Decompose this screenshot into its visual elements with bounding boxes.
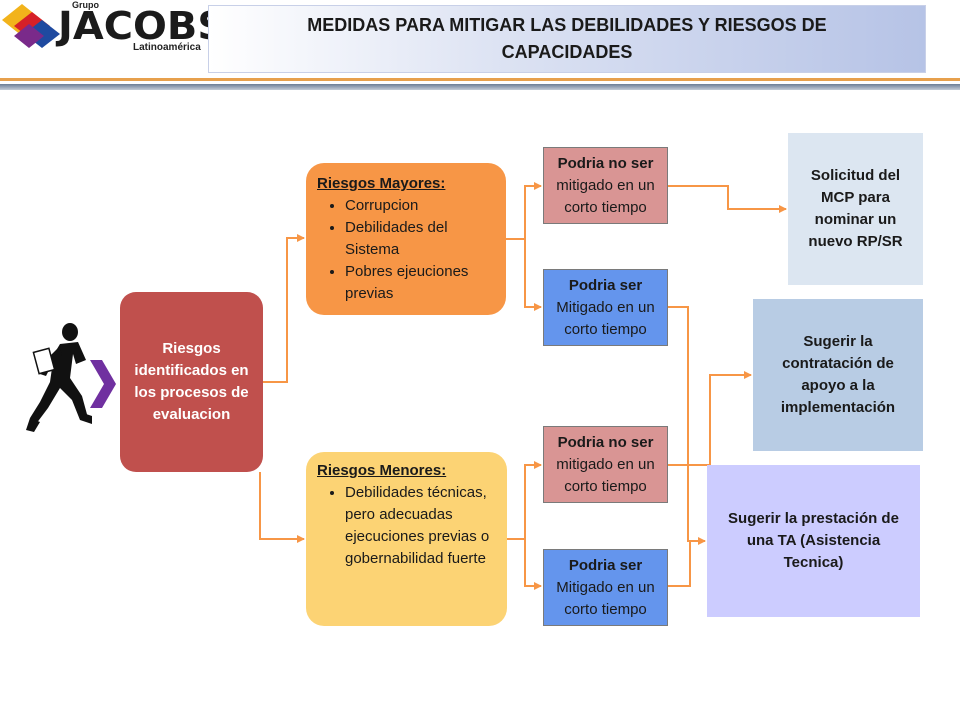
- action-request-new-rp-box: Solicitud del MCP para nominar un nuevo …: [788, 133, 923, 285]
- jacobs-logo: Grupo JACOBS Latinoamérica: [0, 0, 226, 72]
- action-implementation-support-label: Sugerir la contratación de apoyo a la im…: [780, 333, 896, 416]
- outcome-major-not-mitigable: Podria no ser mitigado en un corto tiemp…: [543, 147, 668, 224]
- outcome-text: Mitigado en un corto tiempo: [556, 298, 655, 338]
- action-request-new-rp-label: Solicitud del MCP para nominar un nuevo …: [808, 167, 903, 250]
- outcome-text: mitigado en un corto tiempo: [556, 455, 655, 495]
- major-risks-box: Riesgos Mayores: Corrupcion Debilidades …: [306, 163, 506, 315]
- connector-mayores-no: [506, 182, 542, 240]
- jacobs-logo-icon: [2, 4, 60, 48]
- outcome-major-mitigable: Podria ser Mitigado en un corto tiempo: [543, 269, 668, 346]
- action-technical-assistance-box: Sugerir la prestación de una TA (Asisten…: [707, 465, 920, 617]
- connector-to-action1: [668, 185, 787, 213]
- outcome-head: Podria no ser: [557, 154, 654, 172]
- connector-menorsi-action3: [668, 541, 691, 587]
- chevron-right-icon: [90, 360, 116, 408]
- connector-source-menores: [259, 472, 305, 543]
- outcome-text: Mitigado en un corto tiempo: [556, 578, 655, 618]
- outcome-head: Podria ser: [568, 556, 643, 574]
- title-divider-gray: [0, 84, 960, 90]
- page-title: MEDIDAS PARA MITIGAR LAS DEBILIDADES Y R…: [208, 5, 926, 73]
- connector-menores-si: [524, 539, 542, 590]
- major-risks-header: Riesgos Mayores:: [317, 175, 446, 192]
- action-technical-assistance-label: Sugerir la prestación de una TA (Asisten…: [728, 510, 899, 571]
- outcome-minor-not-mitigable: Podria no ser mitigado en un corto tiemp…: [543, 426, 668, 503]
- outcome-head: Podria no ser: [557, 433, 654, 451]
- connector-mayores-si: [524, 239, 542, 311]
- minor-risks-list: Debilidades técnicas, pero adecuadas eje…: [317, 482, 497, 570]
- logo-grupo-text: Grupo: [72, 0, 99, 10]
- outcome-text: mitigado en un corto tiempo: [556, 176, 655, 216]
- major-risks-list: Corrupcion Debilidades del Sistema Pobre…: [317, 195, 496, 305]
- list-item: Pobres ejeuciones previas: [345, 261, 496, 305]
- list-item: Debilidades técnicas, pero adecuadas eje…: [345, 482, 497, 570]
- running-man-icon: [26, 323, 92, 432]
- minor-risks-box: Riesgos Menores: Debilidades técnicas, p…: [306, 452, 507, 626]
- minor-risks-header: Riesgos Menores:: [317, 462, 447, 479]
- connector-mayorsi-action3: [668, 306, 706, 545]
- logo-jacobs-text: JACOBS: [58, 4, 227, 48]
- list-item: Debilidades del Sistema: [345, 217, 496, 261]
- list-item: Corrupcion: [345, 195, 496, 217]
- outcome-minor-mitigable: Podria ser Mitigado en un corto tiempo: [543, 549, 668, 626]
- source-risks-label: Riesgos identificados en los procesos de…: [134, 340, 249, 423]
- outcome-head: Podria ser: [568, 276, 643, 294]
- logo-region-text: Latinoamérica: [133, 42, 201, 53]
- title-divider-orange: [0, 78, 960, 81]
- action-implementation-support-box: Sugerir la contratación de apoyo a la im…: [753, 299, 923, 451]
- source-risks-box: Riesgos identificados en los procesos de…: [120, 292, 263, 472]
- connector-to-action2: [668, 371, 752, 466]
- connector-source-mayores: [263, 234, 305, 383]
- connector-menores-no: [507, 461, 542, 540]
